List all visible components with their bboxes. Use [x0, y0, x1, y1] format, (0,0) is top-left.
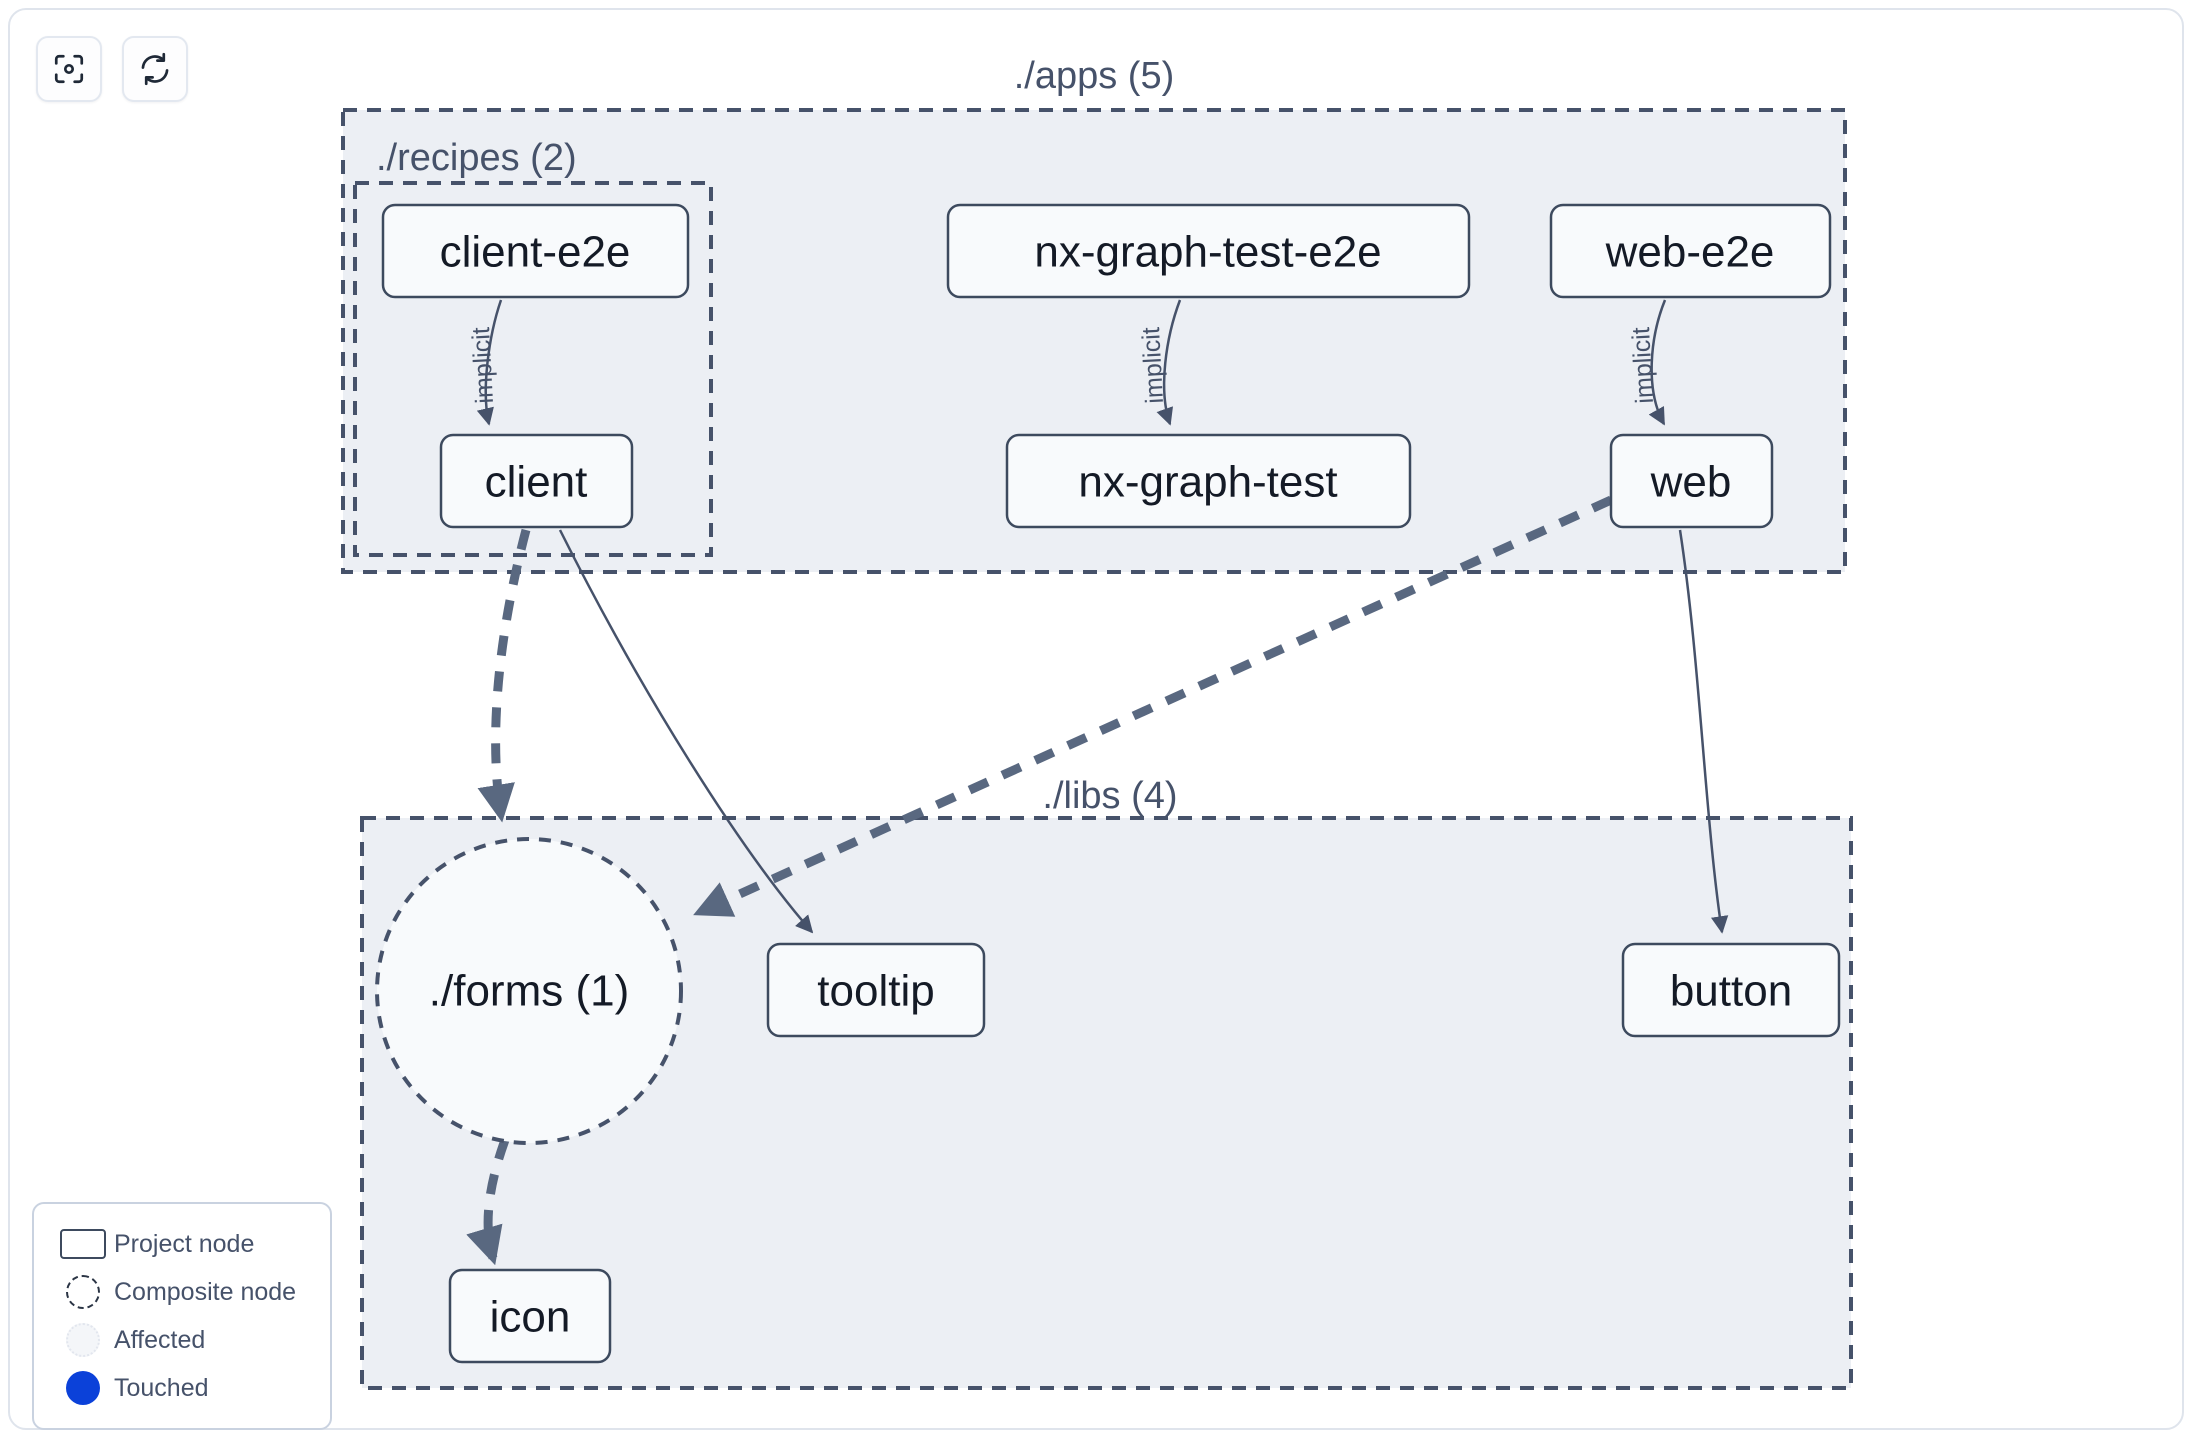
node-forms-composite[interactable]: ./forms (1): [375, 837, 683, 1145]
node-box[interactable]: [439, 433, 634, 529]
refresh-icon: [138, 52, 172, 86]
legend-label: Project node: [114, 1229, 255, 1258]
node-button[interactable]: button: [1621, 942, 1841, 1038]
focus-target-icon: [52, 52, 86, 86]
legend-item-touched: Touched: [52, 1364, 312, 1412]
node-box[interactable]: [766, 942, 986, 1038]
composite-node-swatch: [52, 1275, 114, 1309]
graph-toolbar: [36, 36, 188, 102]
node-box[interactable]: [1609, 433, 1774, 529]
touched-swatch: [52, 1371, 114, 1405]
refresh-graph-button[interactable]: [122, 36, 188, 102]
legend-label: Touched: [114, 1373, 209, 1402]
focus-graph-button[interactable]: [36, 36, 102, 102]
legend-item-composite-node: Composite node: [52, 1268, 312, 1316]
node-box[interactable]: [448, 1268, 612, 1364]
node-client-e2e[interactable]: client-e2e: [381, 203, 690, 299]
node-box[interactable]: [1549, 203, 1832, 299]
node-nx-graph-test[interactable]: nx-graph-test: [1005, 433, 1412, 529]
graph-legend: Project node Composite node Affected Tou…: [32, 1202, 332, 1430]
node-tooltip[interactable]: tooltip: [766, 942, 986, 1038]
legend-item-project-node: Project node: [52, 1220, 312, 1268]
project-node-swatch: [52, 1229, 114, 1259]
node-box[interactable]: [1005, 433, 1412, 529]
node-nx-graph-test-e2e[interactable]: nx-graph-test-e2e: [946, 203, 1471, 299]
node-box[interactable]: [381, 203, 690, 299]
node-box[interactable]: [946, 203, 1471, 299]
node-web[interactable]: web: [1609, 433, 1774, 529]
composite-node-circle[interactable]: [375, 837, 683, 1145]
node-client[interactable]: client: [439, 433, 634, 529]
legend-item-affected: Affected: [52, 1316, 312, 1364]
node-web-e2e[interactable]: web-e2e: [1549, 203, 1832, 299]
affected-swatch: [52, 1323, 114, 1357]
node-icon[interactable]: icon: [448, 1268, 612, 1364]
legend-label: Composite node: [114, 1277, 297, 1306]
legend-label: Affected: [114, 1325, 206, 1354]
node-box[interactable]: [1621, 942, 1841, 1038]
